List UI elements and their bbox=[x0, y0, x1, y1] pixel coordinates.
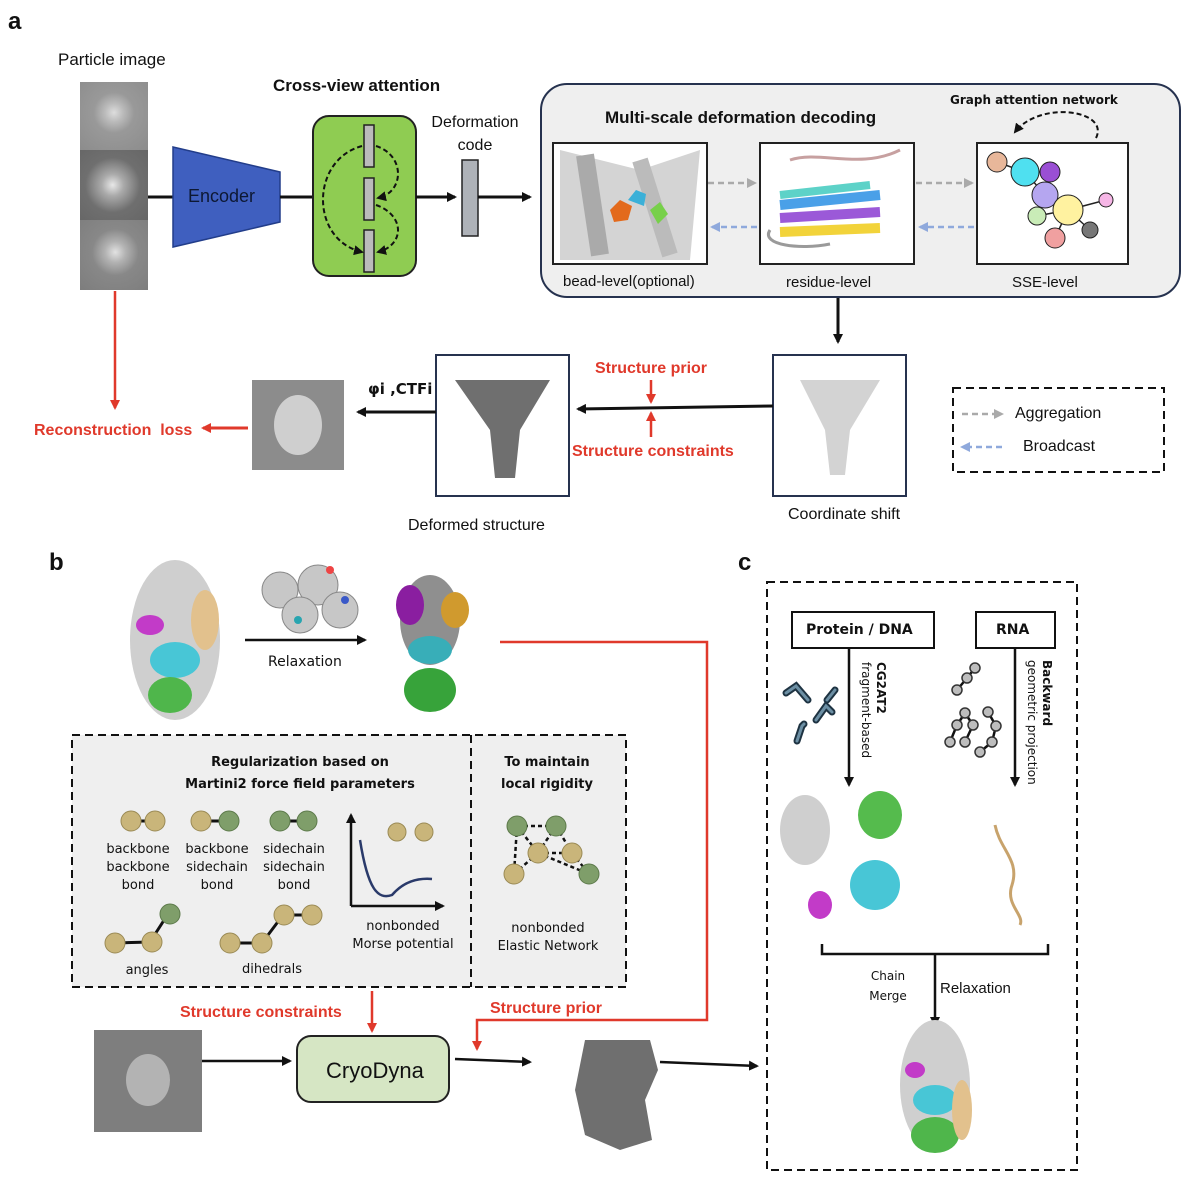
residue-level-label: residue-level bbox=[786, 274, 872, 291]
chain-merge-label: Chain Merge bbox=[860, 966, 916, 1006]
regularization-title: Regularization based on Martini2 force f… bbox=[170, 752, 430, 796]
rigidity-title: To maintain local rigidity bbox=[482, 752, 612, 796]
panel-label-c: c bbox=[738, 549, 752, 576]
protein-dna-label: Protein / DNA bbox=[806, 622, 913, 638]
backward-label: Backward geometric projection bbox=[1024, 660, 1054, 785]
label-line: sidechain bbox=[186, 860, 248, 875]
structure-constraints-label: Structure constraints bbox=[572, 443, 734, 460]
label-line: Morse potential bbox=[352, 937, 454, 952]
label-line: bond bbox=[121, 878, 155, 893]
elastic-label: nonbonded Elastic Network bbox=[488, 920, 608, 956]
deformation-code-label: Deformation code bbox=[425, 111, 525, 157]
multiscale-title: Multi-scale deformation decoding bbox=[605, 108, 877, 127]
rigidity-line1: To maintain bbox=[504, 755, 590, 770]
encoder-label: Encoder bbox=[188, 186, 256, 206]
cg2at2-line2: fragment-based bbox=[859, 662, 873, 759]
sc-sc-bond-label: sidechain sidechain bond bbox=[259, 841, 329, 895]
label-line: backbone bbox=[185, 842, 249, 857]
rna-label: RNA bbox=[996, 622, 1030, 638]
angles-label: angles bbox=[125, 963, 169, 978]
backward-line2: geometric projection bbox=[1025, 660, 1039, 785]
label-line: nonbonded bbox=[366, 919, 440, 934]
bead-level-label: bead-level(optional) bbox=[563, 273, 695, 290]
label-line: nonbonded bbox=[511, 921, 585, 936]
structure-constraints-label-b: Structure constraints bbox=[180, 1004, 342, 1021]
particle-image-stack bbox=[80, 82, 148, 290]
chain-label: Chain bbox=[870, 969, 906, 983]
dihedrals-label: dihedrals bbox=[241, 962, 303, 977]
deformation-code-shape bbox=[461, 159, 479, 237]
deformed-structure-label: Deformed structure bbox=[408, 517, 545, 534]
backward-line1: Backward bbox=[1040, 660, 1054, 727]
legend-aggregation: Aggregation bbox=[1015, 405, 1102, 422]
cross-view-attention-title: Cross-view attention bbox=[273, 76, 441, 95]
deformation-code-line1: Deformation bbox=[431, 114, 519, 131]
legend-box bbox=[952, 387, 1165, 473]
relaxation-label-c: Relaxation bbox=[940, 980, 1011, 997]
relaxation-label-b: Relaxation bbox=[268, 654, 342, 670]
structure-prior-label-b: Structure prior bbox=[490, 1000, 603, 1017]
coordinate-shift-label: Coordinate shift bbox=[788, 506, 901, 523]
particle-image-2 bbox=[80, 150, 148, 220]
cg2at2-label: CG2AT2 fragment-based bbox=[858, 662, 888, 758]
label-line: bond bbox=[277, 878, 311, 893]
particle-image-1 bbox=[80, 82, 148, 150]
rigidity-line2: local rigidity bbox=[501, 777, 593, 792]
label-line: backbone bbox=[106, 860, 170, 875]
particle-image-3 bbox=[80, 220, 148, 290]
reg-title-line1: Regularization based on bbox=[211, 755, 389, 770]
morse-label: nonbonded Morse potential bbox=[348, 918, 458, 954]
label-line: sidechain bbox=[263, 842, 325, 857]
bb-sc-bond-label: backbone sidechain bond bbox=[182, 841, 252, 895]
panel-label-a: a bbox=[8, 8, 22, 35]
reconstruction-loss-label: Reconstruction loss bbox=[34, 422, 193, 439]
label-line: bond bbox=[200, 878, 234, 893]
phi-ctf-label: φi ,CTFi bbox=[368, 380, 433, 398]
panel-label-b: b bbox=[49, 549, 64, 576]
label-line: Elastic Network bbox=[497, 939, 599, 954]
deformation-code-line2: code bbox=[457, 137, 493, 154]
encoder-shape bbox=[172, 146, 281, 248]
reg-title-line2: Martini2 force field parameters bbox=[185, 777, 415, 792]
label-line: sidechain bbox=[263, 860, 325, 875]
graph-attention-label: Graph attention network bbox=[950, 93, 1118, 107]
bb-bb-bond-label: backbone backbone bond bbox=[103, 841, 173, 895]
legend-broadcast: Broadcast bbox=[1023, 438, 1096, 455]
cg2at2-line1: CG2AT2 bbox=[874, 662, 888, 714]
cryodyna-label: CryoDyna bbox=[326, 1058, 424, 1083]
merge-label: Merge bbox=[869, 989, 907, 1003]
label-line: backbone bbox=[106, 842, 170, 857]
structure-prior-label: Structure prior bbox=[595, 360, 708, 377]
sse-level-label: SSE-level bbox=[1012, 274, 1078, 291]
particle-image-label: Particle image bbox=[58, 50, 166, 69]
